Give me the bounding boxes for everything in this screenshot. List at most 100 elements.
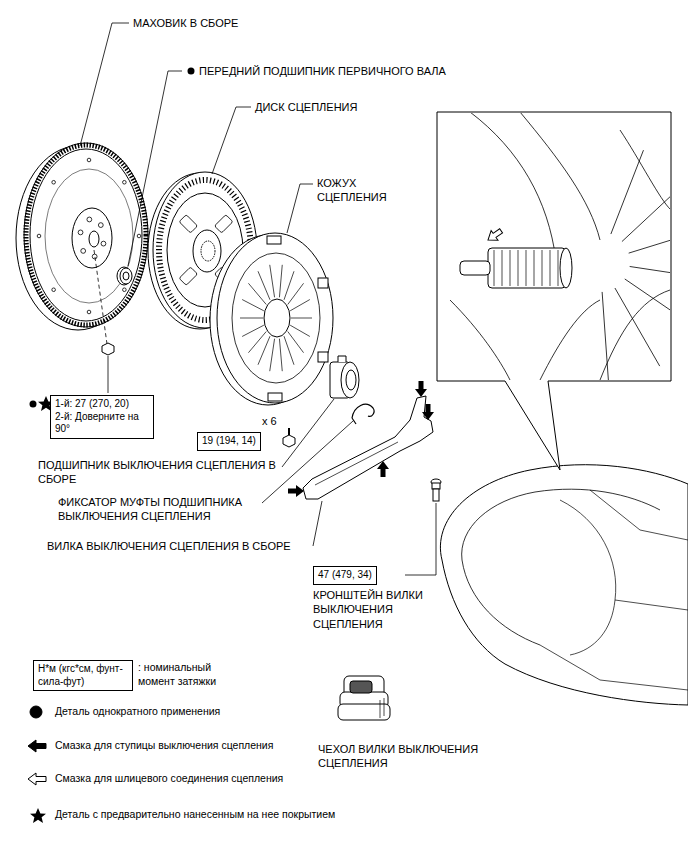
spline-inset — [611, 150, 644, 234]
clutch-disc — [193, 230, 221, 272]
flywheel — [123, 288, 127, 292]
grease-arrow — [377, 461, 389, 477]
spline-inset — [602, 150, 670, 380]
torque-value: 2-й: Доверните на 90° — [55, 411, 149, 436]
spline-inset — [460, 248, 572, 288]
clutch-cover — [284, 336, 294, 365]
pilot-bearing — [117, 267, 132, 285]
clutch-cover — [284, 271, 294, 300]
spline-inset — [629, 227, 670, 254]
grease-arrow — [422, 404, 434, 420]
flywheel — [98, 223, 103, 228]
spline-inset — [450, 113, 670, 380]
cover-bolt — [283, 435, 295, 447]
retainer-clip — [352, 404, 374, 418]
fork-boot — [338, 704, 390, 720]
flywheel — [92, 254, 97, 259]
part-name: ПЕРЕДНИЙ ПОДШИПНИК ПЕРВИЧНОГО ВАЛА — [199, 64, 446, 78]
flywheel — [16, 143, 148, 330]
transmission-housing — [462, 560, 540, 645]
clutch-disc — [201, 241, 215, 261]
clutch-cover — [210, 233, 333, 405]
clutch-cover — [242, 325, 264, 336]
clutch-cover — [270, 265, 275, 297]
clutch-cover — [290, 300, 310, 311]
legend-text: Смазка для шлицевого соединения сцеплени… — [55, 772, 283, 786]
spline-inset — [502, 250, 503, 286]
fork-bracket — [433, 489, 439, 501]
part-name: ПОДШИПНИК ВЫКЛЮЧЕНИЯ СЦЕПЛЕНИЯ В СБОРЕ — [38, 458, 288, 487]
clutch-cover — [318, 352, 328, 362]
part-name: ЧЕХОЛ ВИЛКИ ВЫКЛЮЧЕНИЯ СЦЕПЛЕНИЯ — [318, 742, 503, 771]
clutch-cover — [318, 278, 328, 288]
flywheel — [137, 234, 141, 238]
clutch-cover — [258, 336, 270, 365]
legend-symbol — [30, 808, 46, 823]
flywheel — [45, 169, 133, 303]
clutch-disc — [179, 267, 197, 285]
grease-arrow — [288, 485, 304, 497]
flywheel — [52, 288, 56, 292]
legend-text: : номинальный момент затяжки — [138, 661, 248, 688]
clutch-cover — [270, 339, 275, 371]
transmission-housing — [615, 600, 688, 610]
leader-line — [313, 501, 322, 546]
legend-symbol — [30, 706, 42, 718]
flywheel — [87, 217, 92, 222]
torque-value: 47 (479, 34) — [318, 569, 372, 582]
spline-inset — [550, 250, 551, 286]
one-time-use-mark — [188, 68, 195, 75]
grease-arrow — [288, 381, 434, 497]
part-name: КОЖУХ СЦЕПЛЕНИЯ — [317, 176, 397, 205]
flywheel — [89, 231, 99, 247]
fork-bracket — [432, 483, 440, 489]
spline-inset — [470, 113, 556, 260]
spline-inset — [437, 112, 671, 470]
torque-value: Н*м (кгс*см, фунт-сила-фут) — [38, 663, 128, 688]
spline-inset — [625, 279, 670, 330]
spline-inset — [485, 226, 505, 245]
clutch-cover — [288, 283, 304, 304]
spline-inset — [518, 250, 519, 286]
flywheel — [81, 249, 86, 254]
spline-inset — [526, 250, 527, 286]
clutch-cover — [279, 265, 282, 297]
spline-inset — [558, 250, 559, 286]
clutch-cover — [232, 253, 320, 383]
spline-inset — [488, 248, 566, 288]
release-bearing — [346, 370, 356, 390]
retainer-clip — [352, 404, 374, 424]
pilot-bearing — [120, 268, 132, 284]
clutch-cover — [290, 325, 310, 336]
pilot-bearing — [117, 267, 131, 285]
fork-boot — [338, 676, 390, 720]
spline-inset — [560, 248, 572, 288]
clutch-cover — [242, 300, 264, 311]
flywheel — [123, 180, 127, 184]
spline-inset — [437, 112, 688, 470]
spline-inset — [510, 250, 511, 286]
spline-inset — [460, 261, 490, 275]
part-name: МАХОВИК В СБОРЕ — [133, 16, 238, 30]
flywheel — [78, 230, 83, 235]
flywheel — [52, 180, 56, 184]
part-name: ВИЛКА ВЫКЛЮЧЕНИЯ СЦЕПЛЕНИЯ В СБОРЕ — [47, 539, 291, 553]
clutch-cover — [258, 271, 270, 300]
transmission-housing — [590, 490, 688, 540]
pilot-bearing — [123, 272, 129, 280]
spline-inset — [600, 290, 670, 380]
leader-line — [282, 399, 334, 467]
clutch-disc — [214, 215, 232, 233]
spline-inset — [630, 266, 670, 279]
release-bearing — [330, 356, 359, 398]
flywheel — [37, 234, 41, 238]
spline-inset — [602, 292, 608, 380]
leader-line — [80, 23, 436, 575]
leader-line — [287, 184, 313, 233]
flywheel-bolt — [94, 250, 107, 344]
release-fork — [303, 396, 433, 499]
grease-arrow — [415, 381, 427, 397]
transmission-housing — [462, 489, 660, 560]
flywheel — [72, 208, 112, 268]
